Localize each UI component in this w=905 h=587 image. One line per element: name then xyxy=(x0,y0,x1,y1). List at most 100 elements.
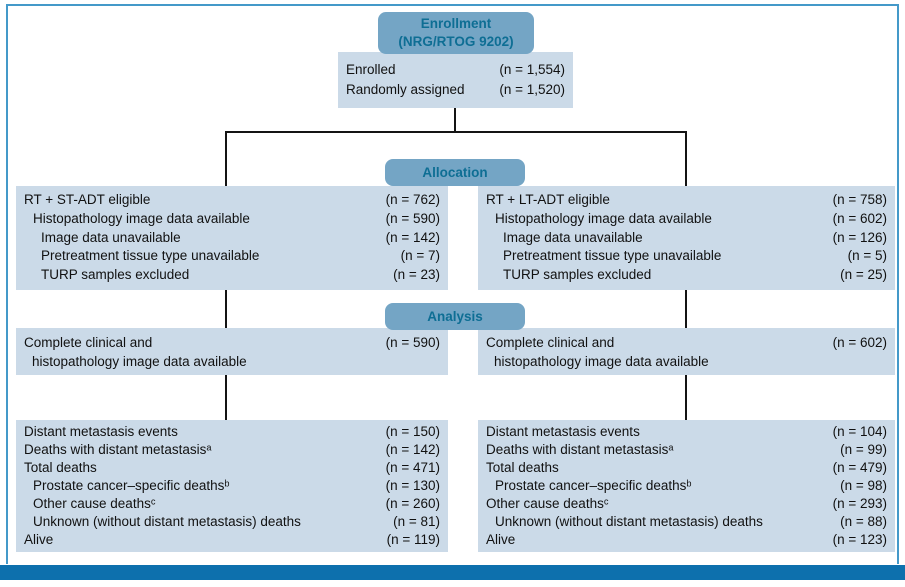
analysis-left-label: Complete clinical and histopathology ima… xyxy=(24,335,247,369)
row-value: (n = 98) xyxy=(840,478,887,493)
row-value: (n = 88) xyxy=(840,514,887,529)
row-label: RT + ST-ADT eligible xyxy=(24,192,151,207)
row-label: Total deaths xyxy=(486,460,559,475)
row-value: (n = 99) xyxy=(840,442,887,457)
allocation-box-left: RT + ST-ADT eligible (n = 762) Histopathol… xyxy=(16,186,448,290)
row-label: Unknown (without distant metastasis) dea… xyxy=(495,514,763,529)
row-value: (n = 260) xyxy=(385,496,440,511)
row-label: RT + LT-ADT eligible xyxy=(486,192,610,207)
flow-row: Deaths with distant metastasisᵃ (n = 142) xyxy=(24,441,440,459)
flow-row: Unknown (without distant metastasis) dea… xyxy=(24,513,440,531)
flow-row: Image data unavailable (n = 142) xyxy=(24,229,440,248)
row-label: Image data unavailable xyxy=(503,229,643,245)
enrollment-rows: Enrolled (n = 1,554) Randomly assigned (n =… xyxy=(338,52,573,99)
row-value: (n = 7) xyxy=(400,248,440,264)
row-label: Prostate cancer–specific deathsᵇ xyxy=(495,478,692,493)
flow-row: Total deaths (n = 479) xyxy=(486,459,887,477)
row-label: Prostate cancer–specific deathsᵇ xyxy=(33,478,230,493)
row-value: (n = 602) xyxy=(832,210,887,226)
row-label: Histopathology image data available xyxy=(33,210,250,226)
flow-row: Pretreatment tissue type unavailable (n =… xyxy=(486,247,887,266)
footer-bar xyxy=(0,565,905,580)
row-value: (n = 123) xyxy=(832,532,887,547)
row-value: (n = 293) xyxy=(832,496,887,511)
row-label: Histopathology image data available xyxy=(495,210,712,226)
connector-left-to-outcomes xyxy=(225,375,227,420)
flow-row: TURP samples excluded (n = 23) xyxy=(24,266,440,285)
analysis-right-value: (n = 602) xyxy=(832,335,887,350)
row-value: (n = 130) xyxy=(385,478,440,493)
flow-row: RT + LT-ADT eligible (n = 758) xyxy=(486,191,887,210)
connector-left-to-allocation xyxy=(225,131,227,186)
row-value: (n = 81) xyxy=(393,514,440,529)
flow-row: Pretreatment tissue type unavailable (n =… xyxy=(24,247,440,266)
row-label: Image data unavailable xyxy=(41,229,181,245)
row-value: (n = 5) xyxy=(847,248,887,264)
row-value: (n = 1,554) xyxy=(499,62,565,77)
flow-row: Histopathology image data available (n = … xyxy=(486,210,887,229)
outcomes-box-left: Distant metastasis events (n = 150) Deaths… xyxy=(16,420,448,552)
flow-row: Prostate cancer–specific deathsᵇ (n = 98) xyxy=(486,477,887,495)
figure-frame xyxy=(6,4,899,564)
row-label: TURP samples excluded xyxy=(41,267,190,283)
flow-row: Histopathology image data available (n = … xyxy=(24,210,440,229)
flow-row: Alive (n = 123) xyxy=(486,531,887,549)
row-label: Enrolled xyxy=(346,62,396,77)
row-value: (n = 104) xyxy=(832,424,887,439)
allocation-right-rows: RT + LT-ADT eligible (n = 758) Histopathol… xyxy=(478,186,895,285)
row-value: (n = 150) xyxy=(385,424,440,439)
row-value: (n = 762) xyxy=(385,192,440,207)
connector-right-to-analysis xyxy=(685,290,687,328)
flow-row: RT + ST-ADT eligible (n = 762) xyxy=(24,191,440,210)
row-label: Distant metastasis events xyxy=(486,424,640,439)
flow-row: TURP samples excluded(n = 25) xyxy=(486,266,887,285)
row-value: (n = 25) xyxy=(840,267,887,283)
analysis-right-row: Complete clinical and histopathology ima… xyxy=(478,328,895,371)
outcomes-left-rows: Distant metastasis events (n = 150) Deaths… xyxy=(16,420,448,549)
analysis-left-row: Complete clinical and histopathology ima… xyxy=(16,328,448,371)
outcomes-box-right: Distant metastasis events (n = 104) Deaths… xyxy=(478,420,895,552)
flow-row: Other cause deathsᶜ (n = 293) xyxy=(486,495,887,513)
row-value: (n = 23) xyxy=(393,267,440,283)
row-value: (n = 471) xyxy=(385,460,440,475)
flow-row: Other cause deathsᶜ (n = 260) xyxy=(24,495,440,513)
analysis-left-value: (n = 590) xyxy=(385,335,440,350)
row-label: Other cause deathsᶜ xyxy=(33,496,156,511)
row-value: (n = 142) xyxy=(385,442,440,457)
connector-enrollment-down xyxy=(454,108,456,133)
row-label: Other cause deathsᶜ xyxy=(486,496,609,511)
row-value: (n = 758) xyxy=(832,192,887,207)
analysis-header: Analysis xyxy=(385,303,525,330)
outcomes-right-rows: Distant metastasis events (n = 104) Deaths… xyxy=(478,420,895,549)
row-label: Pretreatment tissue type unavailable xyxy=(503,248,722,264)
row-label: Randomly assigned xyxy=(346,81,465,97)
enrollment-header: Enrollment (NRG/RTOG 9202) xyxy=(378,12,534,54)
flow-row: Enrolled (n = 1,554) xyxy=(346,60,565,80)
connector-branch-horizontal xyxy=(225,131,687,133)
flow-row: Unknown (without distant metastasis) dea… xyxy=(486,513,887,531)
enrollment-header-line1: Enrollment xyxy=(420,16,492,31)
enrollment-header-line2: (NRG/RTOG 9202) xyxy=(398,34,514,49)
row-label: Deaths with distant metastasisᵃ xyxy=(486,442,674,457)
row-label: Deaths with distant metastasisᵃ xyxy=(24,442,212,457)
row-value: (n = 1,520) xyxy=(499,81,565,97)
row-label: Alive xyxy=(486,532,516,547)
row-value: (n = 479) xyxy=(832,460,887,475)
connector-left-to-analysis xyxy=(225,290,227,328)
flow-row: Image data unavailable(n = 126) xyxy=(486,229,887,248)
row-label: Alive xyxy=(24,532,54,547)
row-label: Pretreatment tissue type unavailable xyxy=(41,248,260,264)
row-label: Distant metastasis events xyxy=(24,424,178,439)
flow-row: Deaths with distant metastasisᵃ (n = 99) xyxy=(486,441,887,459)
analysis-box-right: Complete clinical and histopathology ima… xyxy=(478,328,895,375)
row-value: (n = 590) xyxy=(385,210,440,226)
analysis-right-label: Complete clinical and histopathology ima… xyxy=(486,335,709,369)
flow-row: Alive(n = 119) xyxy=(24,531,440,549)
allocation-header: Allocation xyxy=(385,159,525,186)
flow-row: Distant metastasis events (n = 104) xyxy=(486,423,887,441)
flow-row: Distant metastasis events (n = 150) xyxy=(24,423,440,441)
row-value: (n = 142) xyxy=(385,229,440,245)
analysis-box-left: Complete clinical and histopathology ima… xyxy=(16,328,448,375)
connector-right-to-allocation xyxy=(685,131,687,186)
